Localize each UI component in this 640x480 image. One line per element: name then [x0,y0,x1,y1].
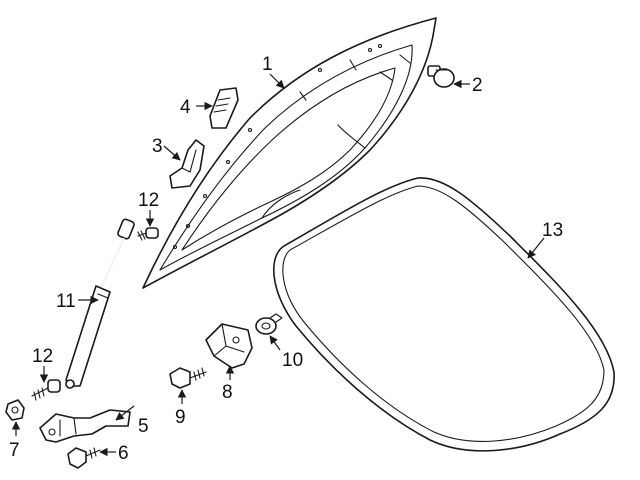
handle-pad [209,87,239,129]
callout-13: 13 [542,220,563,241]
bolt-upper [137,227,159,241]
callout-3: 3 [152,136,163,157]
leader-lines [11,73,545,457]
callout-7: 7 [9,440,20,461]
grommet [255,313,283,335]
callout-1: 1 [262,54,273,75]
callout-9: 9 [175,407,186,428]
callout-labels: 1 2 3 4 5 6 7 8 9 10 11 12 12 13 [9,54,563,464]
latch-bracket [39,409,131,443]
callout-5: 5 [138,416,149,437]
trim-panel [169,139,205,189]
callout-12-lower: 12 [32,346,53,367]
callout-4: 4 [180,97,191,118]
callout-12-upper: 12 [138,190,159,211]
callout-6: 6 [118,443,129,464]
gas-strut [65,218,135,389]
callout-2: 2 [472,75,483,96]
striker-bolt [169,367,207,389]
callout-11: 11 [56,291,76,312]
bolt-lower [31,379,61,401]
weatherstrip-seal [273,177,615,452]
latch-bolt [67,447,101,469]
nut [5,399,25,421]
bump-stop [427,65,455,88]
striker-bracket [205,323,253,369]
trunk-lid [142,17,437,289]
callout-10: 10 [282,350,303,371]
callout-8: 8 [222,382,233,403]
